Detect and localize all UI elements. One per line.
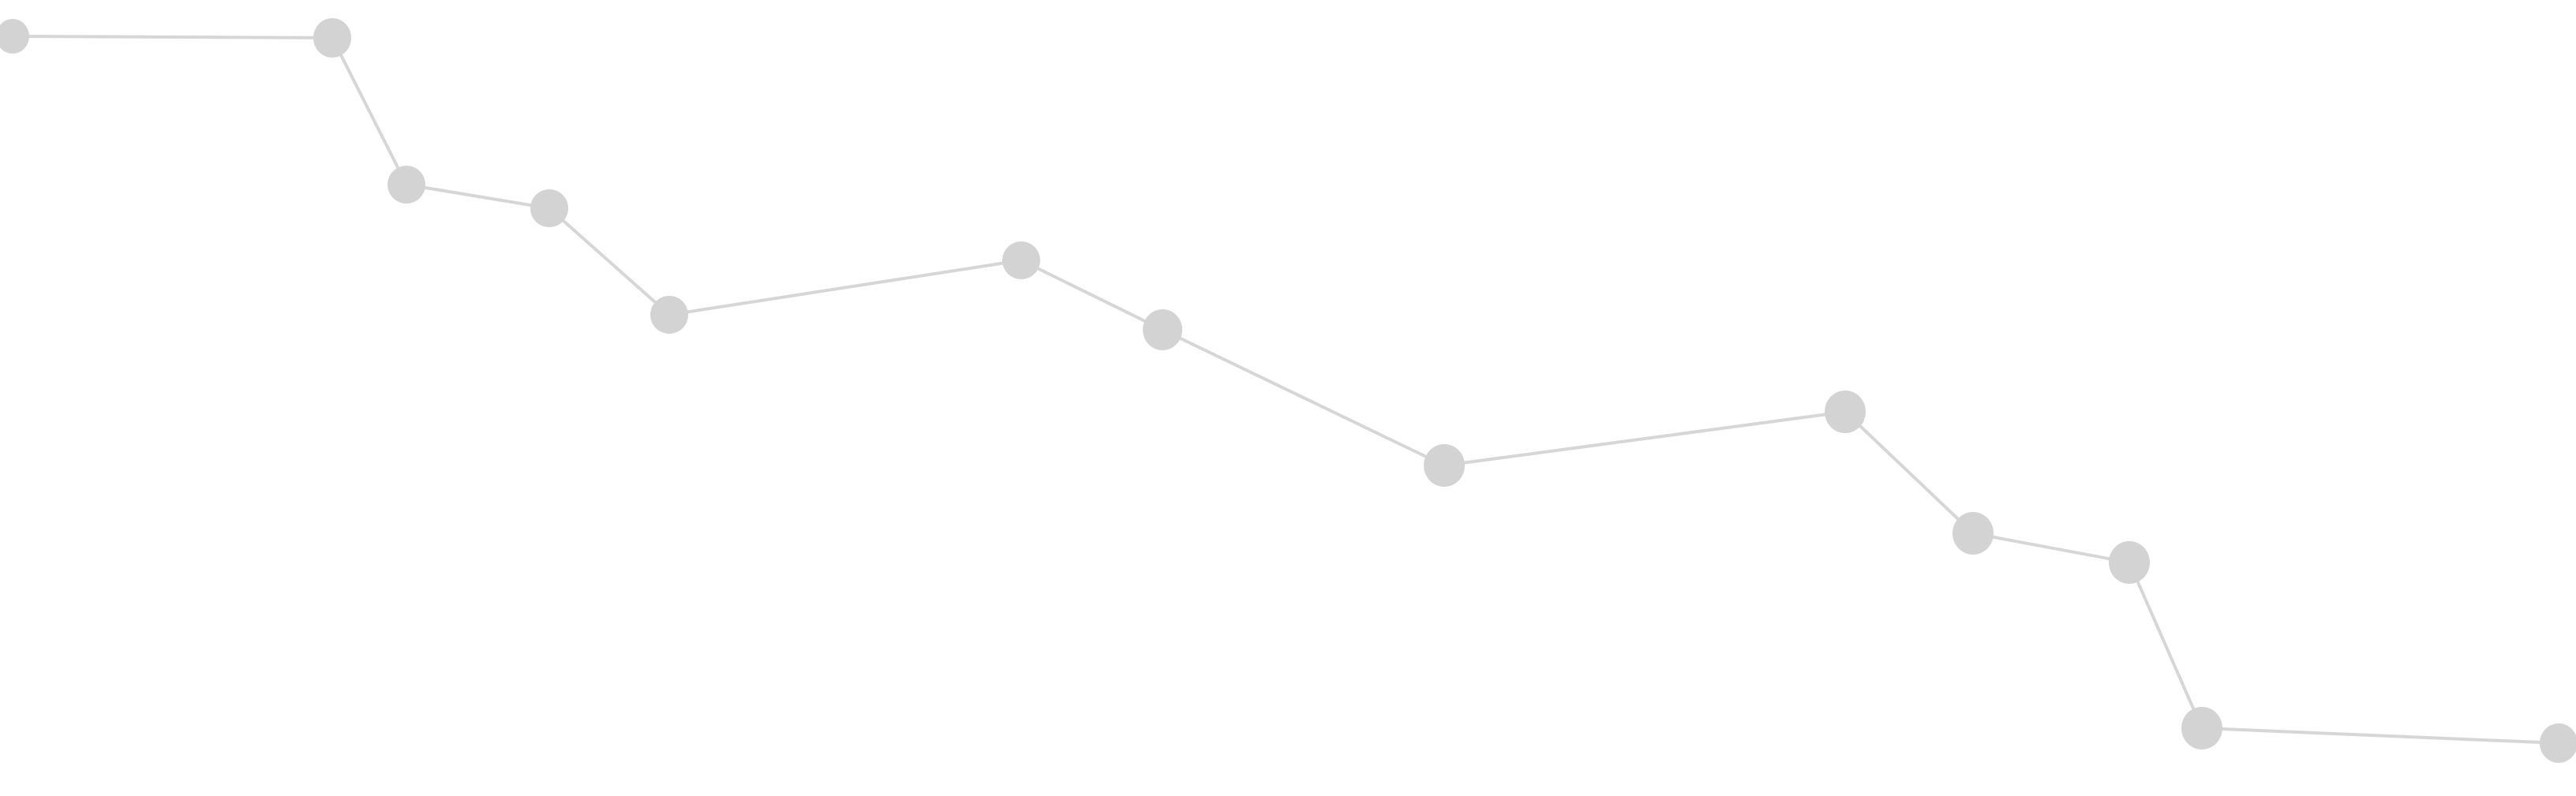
node-3 (388, 166, 425, 204)
node-2 (313, 18, 351, 58)
node-8 (1424, 444, 1465, 487)
node-10 (1953, 512, 1994, 555)
node-5 (650, 296, 688, 334)
edge-5-6 (668, 259, 1023, 316)
node-11 (2109, 541, 2150, 584)
edge-6-7 (1020, 259, 1164, 331)
edge-8-9 (1443, 410, 1847, 467)
edge-3-4 (405, 183, 551, 210)
node-7 (1143, 309, 1182, 350)
edge-7-8 (1161, 328, 1446, 467)
node-4 (530, 189, 568, 227)
nodes-layer (0, 18, 2576, 763)
node-1 (0, 19, 29, 54)
edge-2-3 (331, 36, 408, 186)
node-12 (2181, 707, 2222, 749)
edge-11-12 (2128, 561, 2203, 730)
node-9 (1825, 391, 1866, 433)
edges-layer (11, 35, 2560, 745)
edge-9-10 (1844, 410, 1975, 535)
edge-4-5 (548, 207, 671, 316)
edge-1-2 (11, 35, 334, 39)
node-13 (2540, 723, 2576, 763)
edge-12-13 (2200, 727, 2560, 745)
node-6 (1002, 241, 1040, 279)
edge-10-11 (1971, 532, 2131, 564)
